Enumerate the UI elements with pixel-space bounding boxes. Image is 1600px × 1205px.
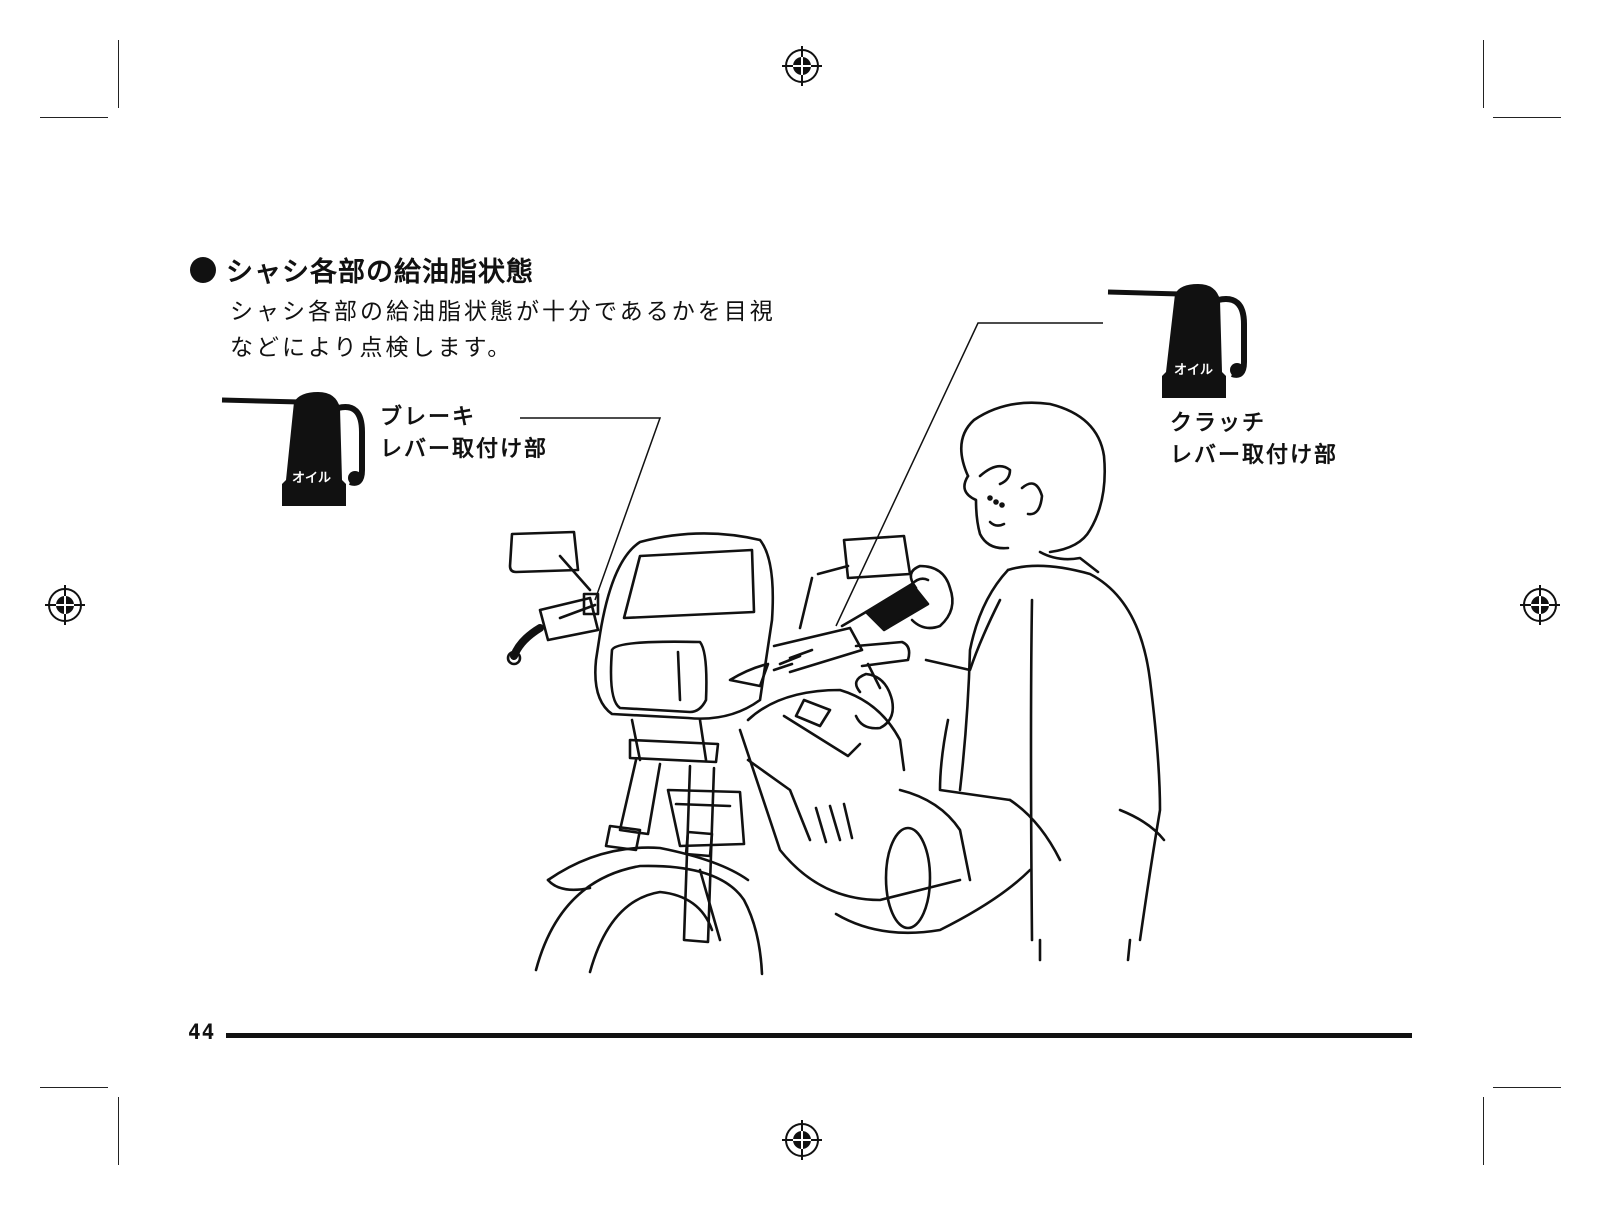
callout-clutch-lever-mount: クラッチ レバー取付け部 (1170, 408, 1338, 472)
footer-rule (226, 1033, 1412, 1038)
oil-can-label: オイル (1174, 363, 1213, 378)
oil-can-icon: オイル (1107, 284, 1247, 398)
oil-can-icon: オイル (221, 392, 365, 506)
registration-mark-icon (1520, 585, 1560, 625)
crop-mark-bottom-right-vertical (1483, 1097, 1484, 1165)
crop-mark-bottom-left-horizontal (40, 1087, 108, 1088)
bullet-icon (190, 256, 216, 283)
body-line: などにより点検します。 (230, 335, 514, 361)
callout-line: レバー取付け部 (1170, 443, 1339, 468)
crop-mark-top-left-vertical (118, 40, 119, 108)
callout-line: ブレーキ (380, 405, 477, 430)
page-number: 44 (188, 1020, 216, 1044)
callout-line: クラッチ (1170, 411, 1267, 436)
crop-mark-top-right-vertical (1483, 40, 1484, 108)
callout-line: レバー取付け部 (380, 437, 549, 462)
callout-brake-lever-mount: ブレーキ レバー取付け部 (380, 402, 548, 466)
crop-mark-top-right-horizontal (1493, 117, 1561, 118)
crop-mark-bottom-left-vertical (118, 1097, 119, 1165)
registration-mark-icon (45, 585, 85, 625)
registration-mark-icon (782, 1120, 822, 1160)
section-heading: シャシ各部の給油脂状態 (190, 250, 534, 289)
body-paragraph: シャシ各部の給油脂状態が十分であるかを目視 などにより点検します。 (230, 294, 830, 366)
crop-mark-bottom-right-horizontal (1493, 1087, 1561, 1088)
body-line: シャシ各部の給油脂状態が十分であるかを目視 (230, 299, 776, 325)
oil-can-label: オイル (292, 471, 331, 486)
crop-mark-top-left-horizontal (40, 117, 108, 118)
registration-mark-icon (782, 46, 822, 86)
section-title: シャシ各部の給油脂状態 (226, 257, 534, 288)
